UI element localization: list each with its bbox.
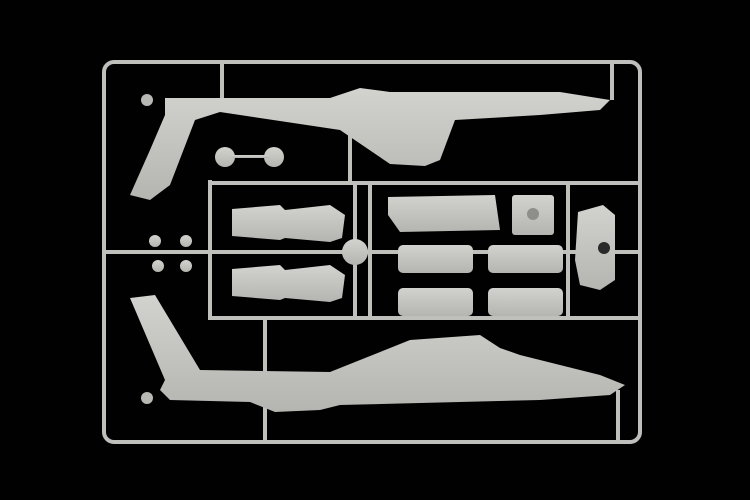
stub-wings xyxy=(232,205,368,302)
engine-nacelles xyxy=(398,245,563,316)
fuselage-half-bottom xyxy=(130,295,625,412)
small-wheels xyxy=(149,147,284,272)
fuselage-half-top xyxy=(130,88,610,200)
cockpit-and-gearbox xyxy=(388,195,615,290)
